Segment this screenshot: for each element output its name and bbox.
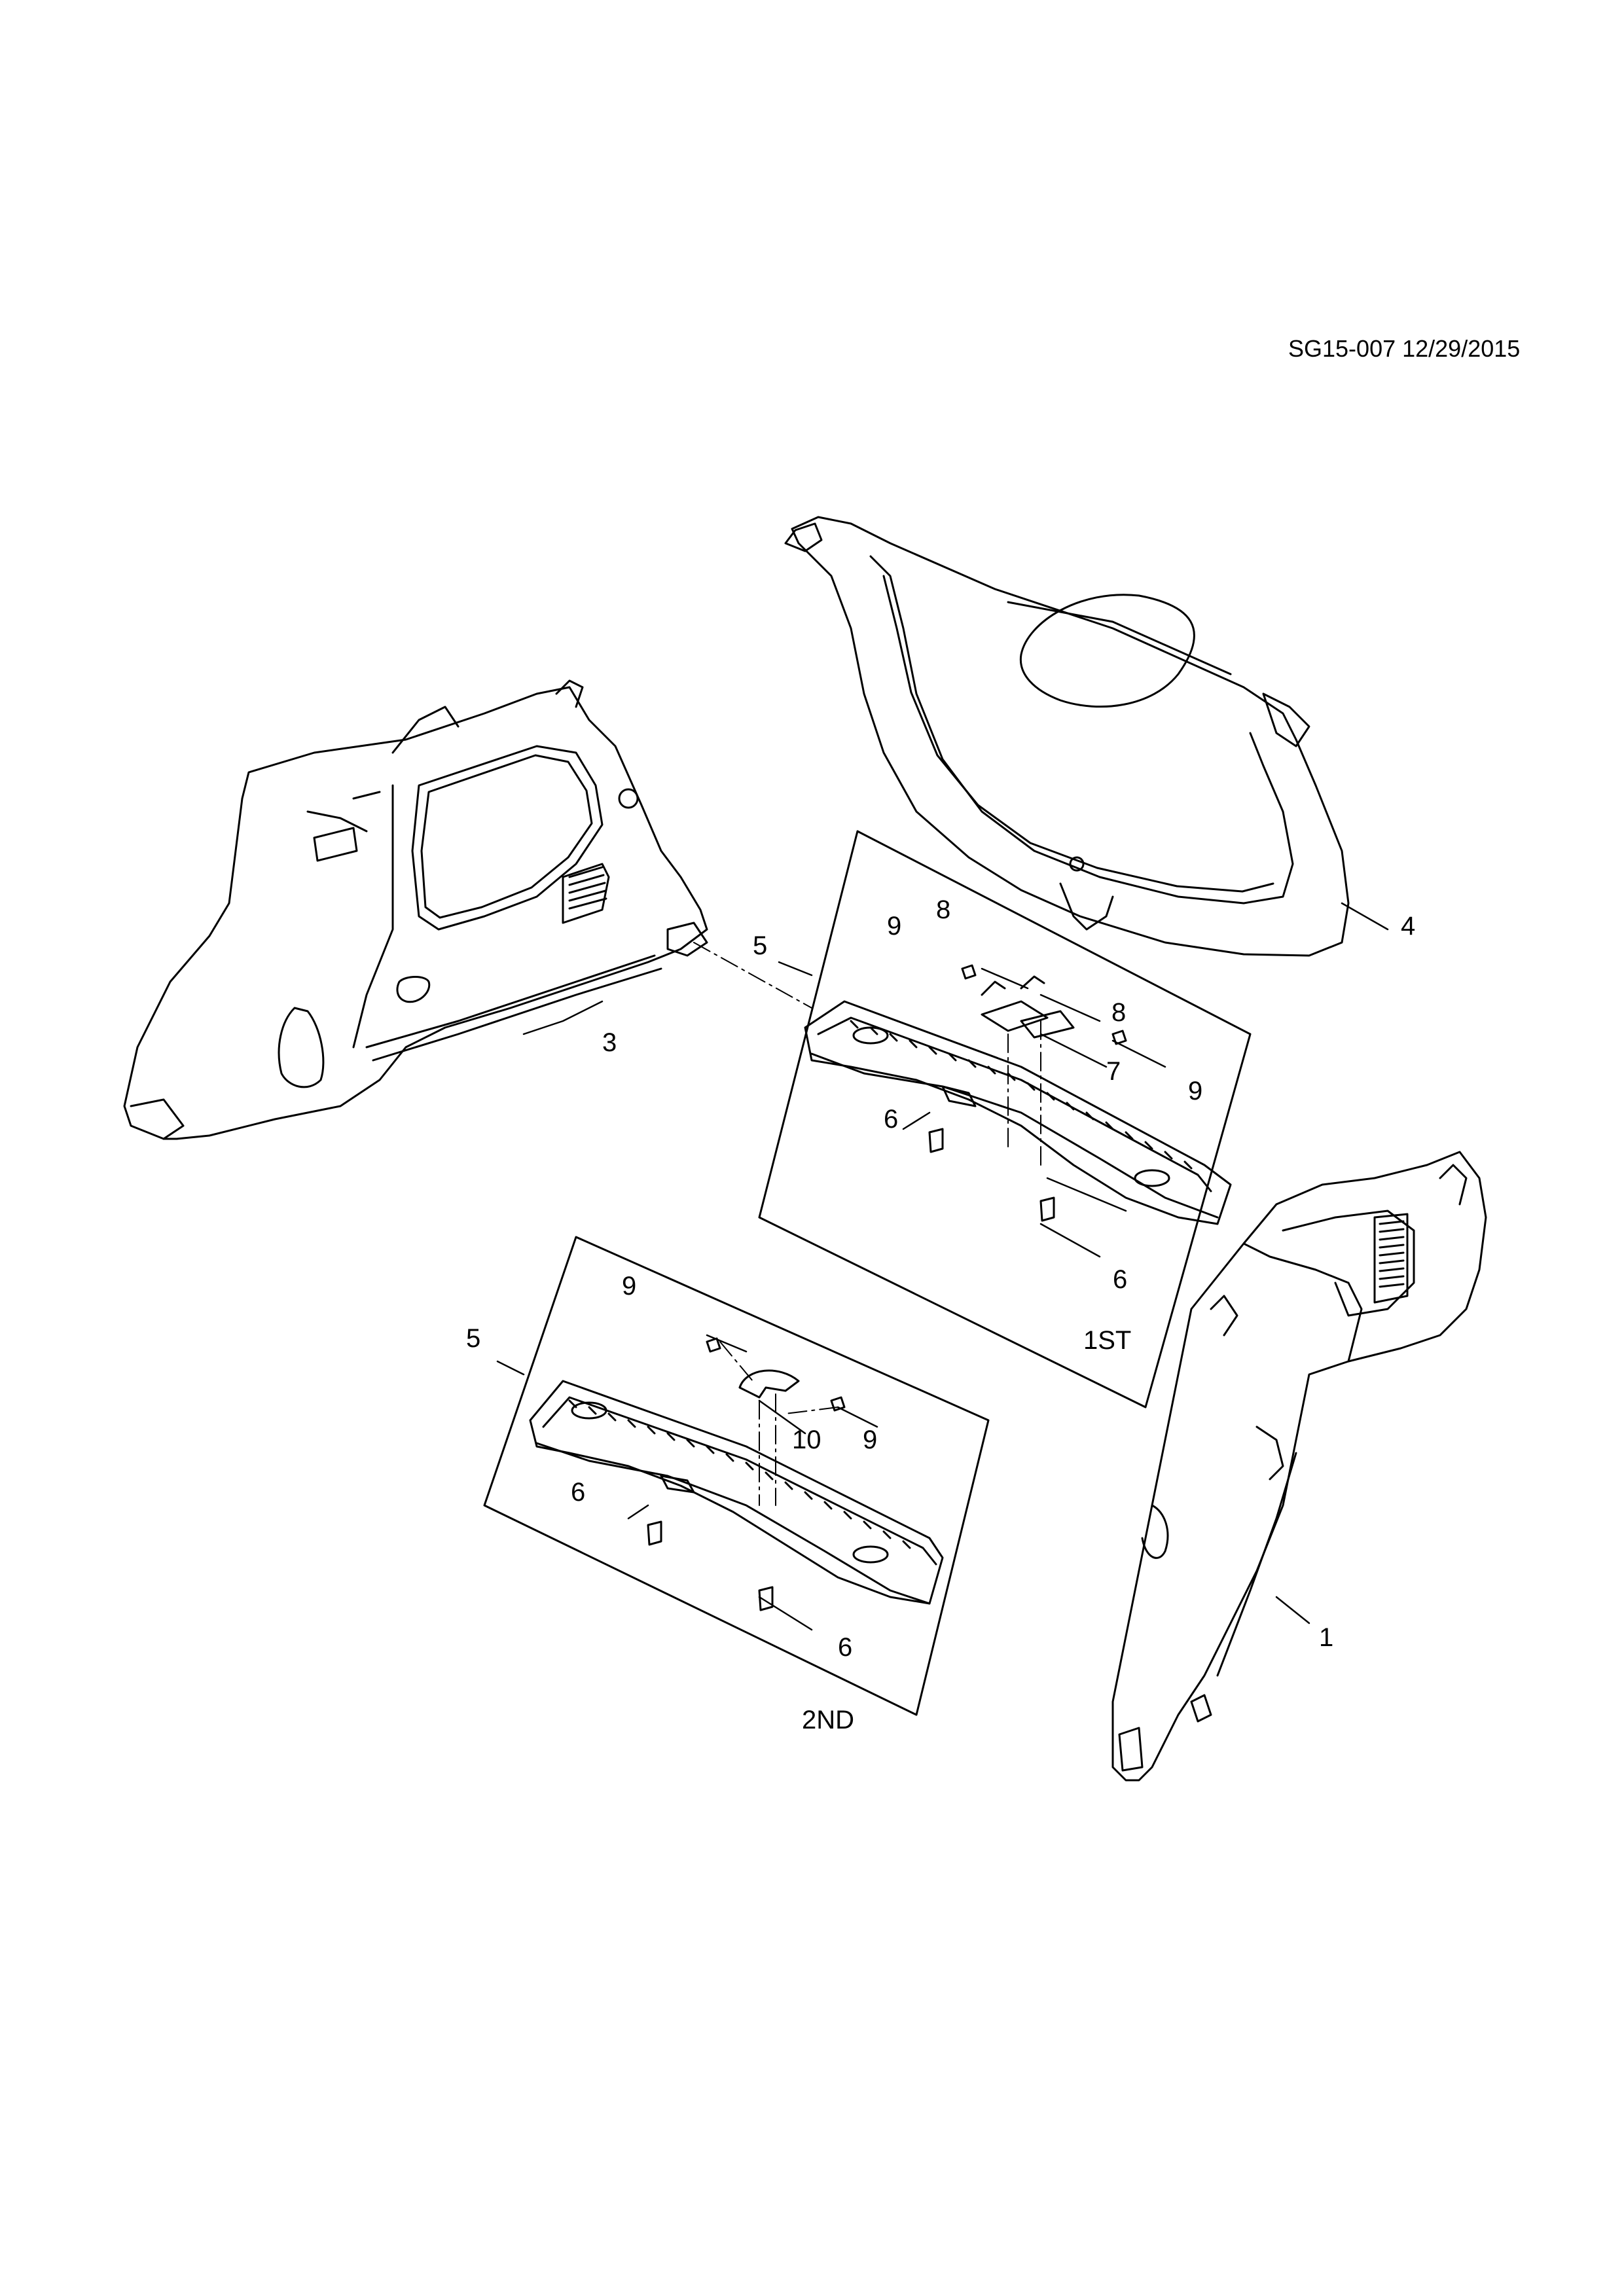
callout-9-2nd-a: 9 bbox=[622, 1272, 637, 1300]
callout-9-1st-b: 9 bbox=[1188, 1077, 1203, 1105]
callout-4: 4 bbox=[1401, 912, 1416, 941]
liftgate-trim-panel bbox=[784, 516, 1350, 957]
callout-10: 10 bbox=[792, 1426, 821, 1454]
drawing-code: SG15-007 12/29/2015 bbox=[1288, 335, 1521, 362]
inset-2nd-frame bbox=[483, 1236, 990, 1716]
callout-1: 1 bbox=[1319, 1623, 1334, 1652]
alignment-lines bbox=[693, 942, 1041, 1506]
callout-6-2nd-a: 6 bbox=[571, 1478, 586, 1507]
rear-quarter-trim-panel bbox=[1111, 1151, 1487, 1782]
callout-6-1st-b: 6 bbox=[1113, 1265, 1128, 1294]
side-trim-panel bbox=[123, 679, 708, 1140]
callout-6-1st-a: 6 bbox=[884, 1105, 899, 1134]
callout-6-2nd-b: 6 bbox=[838, 1633, 853, 1662]
callout-8-1st-b: 8 bbox=[1111, 998, 1127, 1027]
inset-1st-frame bbox=[758, 830, 1252, 1408]
callout-9-2nd-b: 9 bbox=[863, 1426, 878, 1454]
leader-lines bbox=[496, 902, 1389, 1631]
callout-5-1st: 5 bbox=[753, 931, 768, 960]
inset-label-1st: 1ST bbox=[1083, 1326, 1132, 1355]
callout-5-2nd: 5 bbox=[466, 1324, 481, 1353]
sill-plate-2nd bbox=[529, 1337, 944, 1611]
sill-plate-1st bbox=[804, 964, 1232, 1225]
callout-8-1st-a: 8 bbox=[936, 895, 951, 924]
callout-9-1st-a: 9 bbox=[887, 912, 902, 941]
inset-label-2nd: 2ND bbox=[802, 1706, 855, 1734]
callout-7: 7 bbox=[1106, 1057, 1121, 1086]
callout-3: 3 bbox=[602, 1028, 617, 1057]
